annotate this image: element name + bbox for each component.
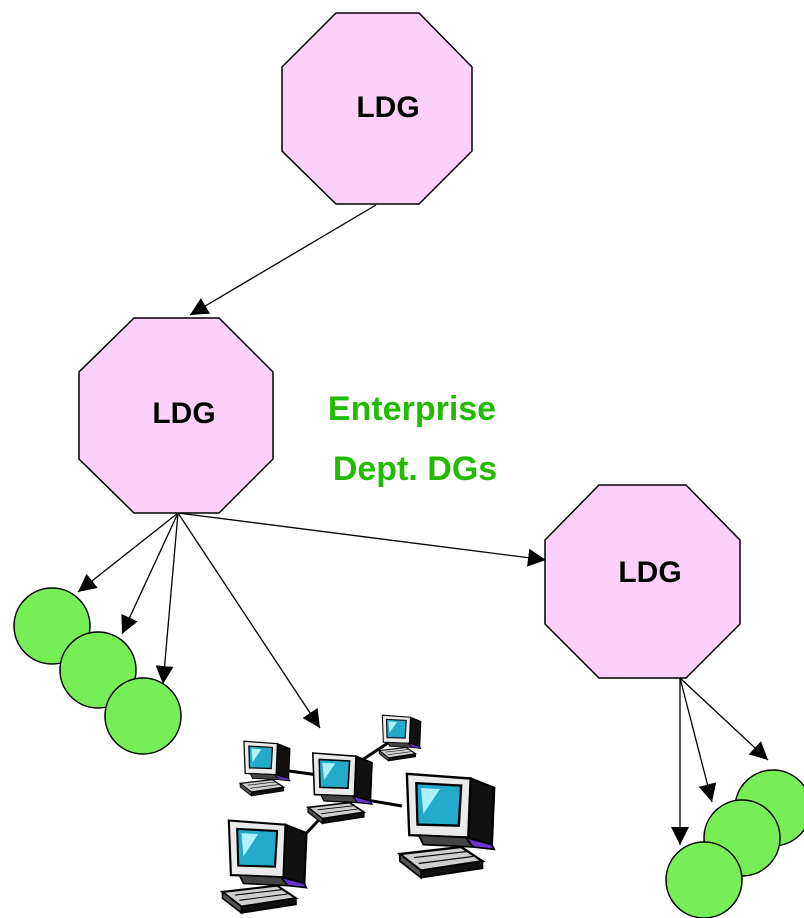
- octagon-shape: [544, 484, 741, 679]
- octagon-shape: [281, 12, 473, 205]
- enterprise-label-line-1: Enterprise: [328, 390, 496, 428]
- computer-icon: [378, 714, 422, 762]
- node-label-middle: LDG: [152, 397, 215, 430]
- computer-icon: [398, 772, 496, 879]
- node-label-top: LDG: [356, 91, 419, 124]
- ldg-node-middle[interactable]: LDG: [78, 317, 274, 514]
- circle-cluster-left: [13, 587, 182, 755]
- octagon-shape: [78, 317, 274, 514]
- circle-cluster-right: [665, 769, 804, 918]
- edges: [77, 204, 769, 845]
- enterprise-label: Enterprise Dept. DGs: [328, 390, 497, 488]
- edge-top-to-middle: [189, 204, 377, 316]
- edge-middle-to-network: [177, 512, 321, 729]
- edge-middle-to-circle-2: [121, 512, 179, 635]
- network-icon: [221, 714, 496, 914]
- computer-icon: [221, 819, 308, 914]
- computer-icon: [307, 752, 373, 825]
- circle-node[interactable]: [104, 677, 182, 755]
- edge-middle-to-circle-1: [77, 512, 179, 593]
- circle-node[interactable]: [665, 841, 743, 918]
- node-label-right: LDG: [618, 556, 681, 589]
- edge-middle-to-right: [177, 512, 547, 567]
- edge-right-to-circle-2: [679, 677, 717, 803]
- ldg-node-top[interactable]: LDG: [281, 12, 473, 205]
- computer-icon: [239, 740, 291, 797]
- edge-middle-to-circle-3: [155, 512, 179, 685]
- edge-right-to-circle-3: [679, 677, 769, 761]
- enterprise-label-line-2: Dept. DGs: [333, 450, 497, 488]
- ldg-node-right[interactable]: LDG: [544, 484, 741, 679]
